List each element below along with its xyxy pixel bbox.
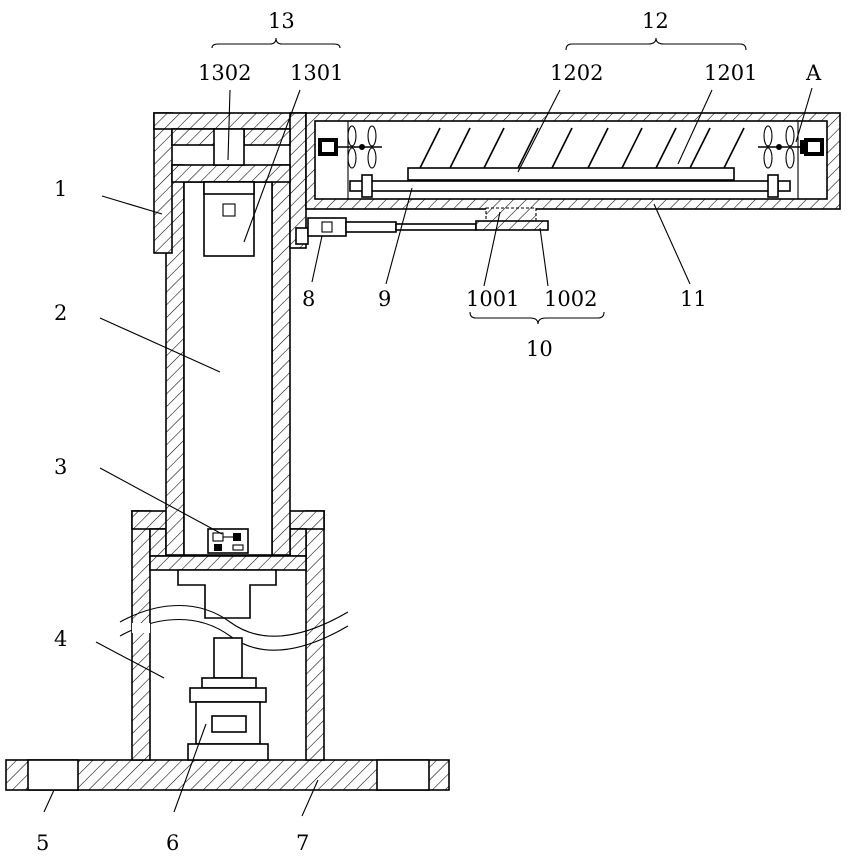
label-7: 7 [296, 831, 309, 855]
cylinder-window [212, 716, 246, 732]
telescopic-rod [296, 218, 476, 244]
label-2: 2 [54, 301, 67, 325]
label-9: 9 [378, 287, 391, 311]
label-1: 1 [54, 177, 67, 201]
label-10: 10 [526, 337, 553, 361]
mounting-hole-right [377, 760, 429, 790]
clamp-assembly [476, 208, 548, 230]
label-1001: 1001 [466, 287, 519, 311]
label-1002: 1002 [544, 287, 597, 311]
heating-plate [408, 168, 734, 180]
label-6: 6 [166, 831, 179, 855]
label-1302: 1302 [198, 61, 251, 85]
label-3: 3 [54, 455, 67, 479]
label-8: 8 [302, 287, 315, 311]
mounting-hole-left [28, 760, 78, 790]
label-1202: 1202 [550, 61, 603, 85]
label-1301: 1301 [290, 61, 343, 85]
label-a: A [805, 61, 822, 85]
label-1201: 1201 [704, 61, 757, 85]
label-5: 5 [36, 831, 49, 855]
base-plate [6, 760, 449, 790]
label-11: 11 [680, 287, 707, 311]
horizontal-arm [306, 113, 840, 209]
label-4: 4 [54, 627, 67, 651]
label-12: 12 [642, 9, 669, 33]
label-13: 13 [268, 9, 295, 33]
